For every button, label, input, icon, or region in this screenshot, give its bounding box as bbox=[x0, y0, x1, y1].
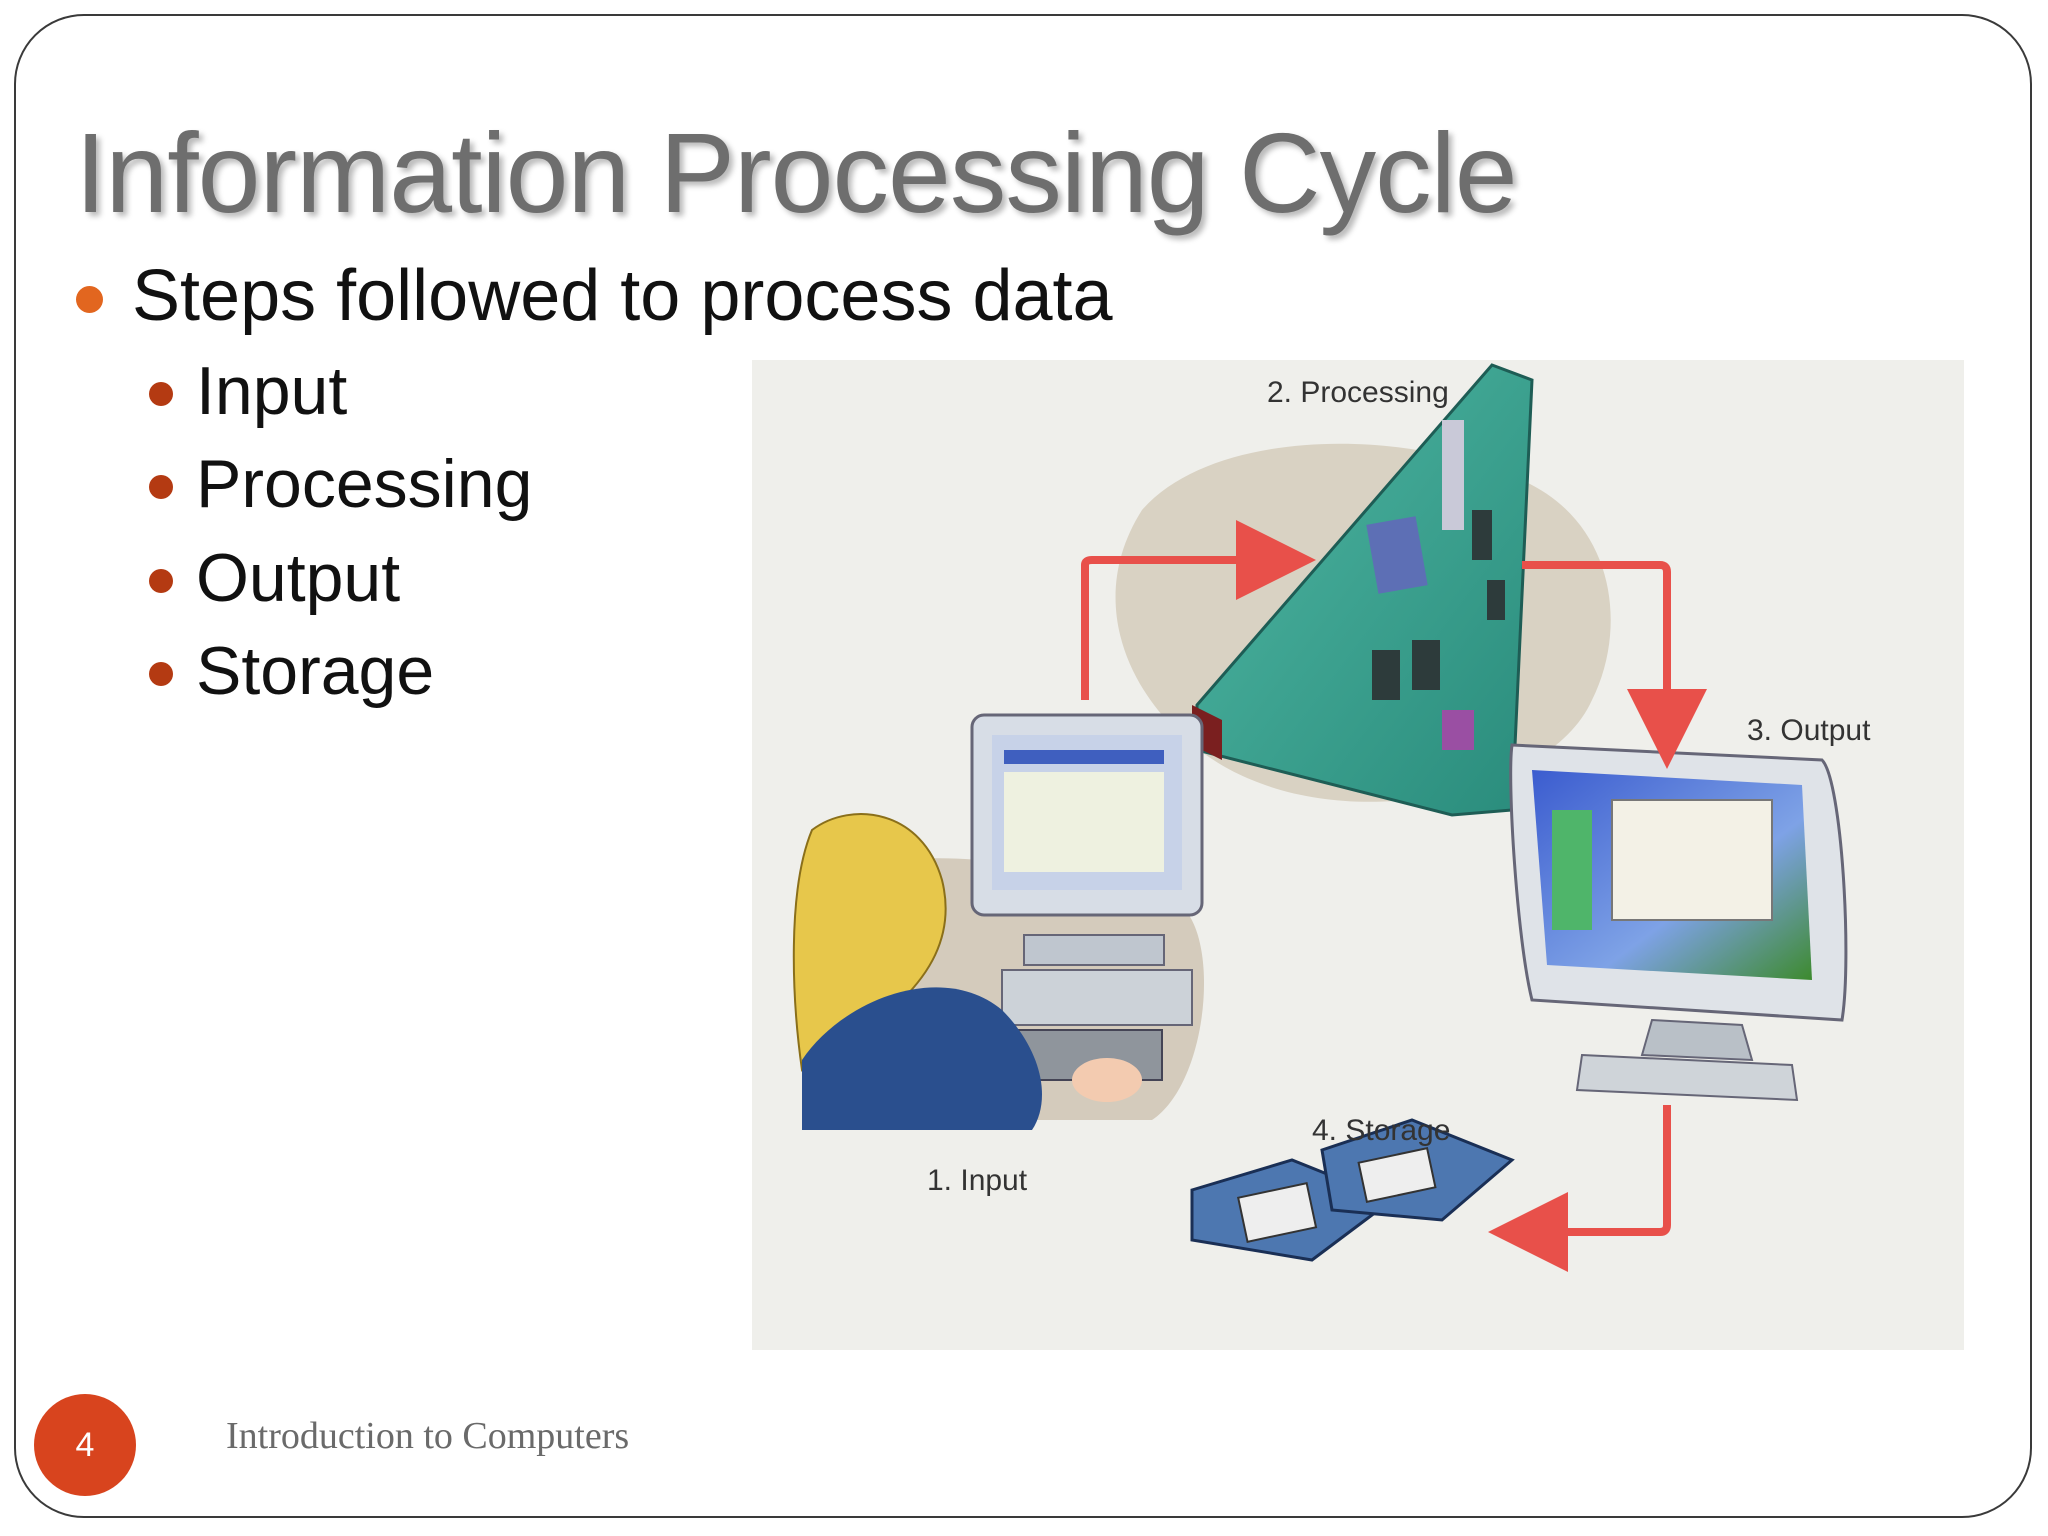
sub-bullet-dot bbox=[149, 569, 173, 593]
processing-cycle-illustration: 2. Processing 3. Output 4. Storage 1. In… bbox=[752, 360, 1964, 1350]
cycle-arrows bbox=[1081, 520, 1707, 1272]
sub-bullet-output: Output bbox=[196, 540, 401, 616]
circuit-board-image bbox=[1192, 363, 1534, 817]
bullet-dot bbox=[76, 286, 103, 313]
output-monitor-image bbox=[1509, 743, 1848, 1102]
input-computer-image bbox=[970, 713, 1204, 1081]
main-bullet-text: Steps followed to process data bbox=[132, 256, 1113, 336]
storage-devices-image bbox=[1190, 1118, 1515, 1262]
storage-label: 4. Storage bbox=[1312, 1114, 1450, 1147]
output-label: 3. Output bbox=[1747, 714, 1871, 747]
page-number-badge: 4 bbox=[34, 1394, 136, 1496]
sub-bullet-dot bbox=[149, 475, 173, 499]
slide-title: Information Processing Cycle bbox=[75, 110, 1518, 236]
processing-label: 2. Processing bbox=[1267, 376, 1449, 409]
sub-bullet-input: Input bbox=[196, 353, 348, 429]
user-figure-image bbox=[792, 813, 1142, 1130]
footer-text: Introduction to Computers bbox=[226, 1415, 630, 1457]
input-label: 1. Input bbox=[927, 1164, 1028, 1197]
sub-bullet-dot bbox=[149, 382, 173, 406]
sub-bullet-processing: Processing bbox=[196, 446, 533, 522]
sub-bullet-storage: Storage bbox=[196, 633, 435, 709]
sub-bullet-dot bbox=[149, 662, 173, 686]
page-number: 4 bbox=[75, 1425, 95, 1464]
